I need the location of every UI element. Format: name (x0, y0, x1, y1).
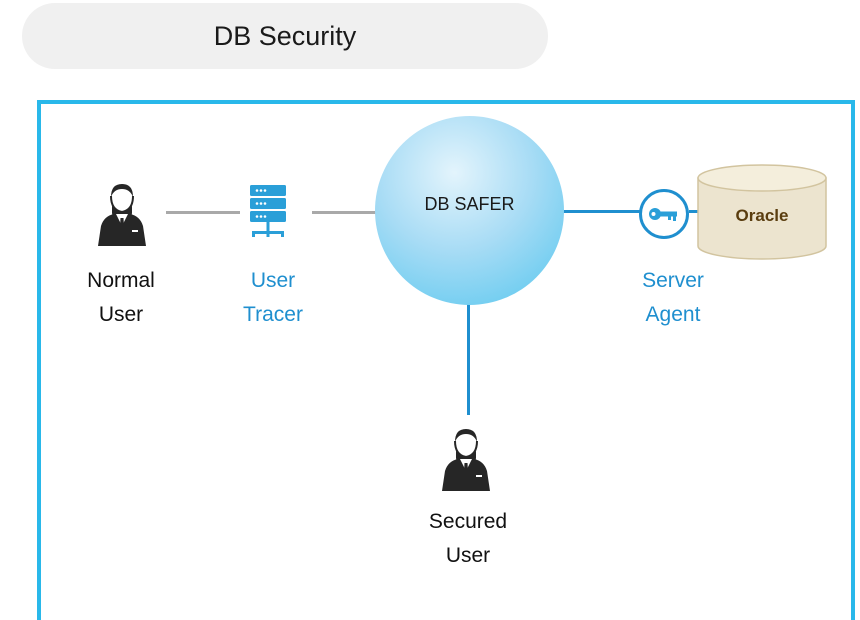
server-icon (250, 185, 286, 237)
connector-user-to-tracer (166, 211, 240, 214)
connector-agent-to-db (689, 210, 699, 213)
key-icon (639, 189, 689, 239)
user-tracer-label: User Tracer (243, 269, 303, 326)
db-safer-node: DB SAFER (375, 116, 564, 305)
diagram-title: DB Security (22, 3, 548, 69)
connector-dbsafer-to-agent (560, 210, 640, 213)
connector-dbsafer-to-secured-user (467, 303, 470, 415)
secured-user-label: Secured User (428, 510, 508, 567)
server-agent-label: Server Agent (642, 269, 704, 326)
user-icon (442, 429, 490, 491)
normal-user-label: Normal User (87, 269, 155, 326)
user-icon (98, 184, 146, 246)
diagram-title-text: DB Security (213, 20, 357, 51)
database-icon (697, 164, 827, 260)
connector-tracer-to-dbsafer (312, 211, 378, 214)
diagram-frame (37, 100, 855, 620)
oracle-label: Oracle (735, 206, 789, 225)
db-safer-label: DB SAFER (424, 194, 515, 214)
